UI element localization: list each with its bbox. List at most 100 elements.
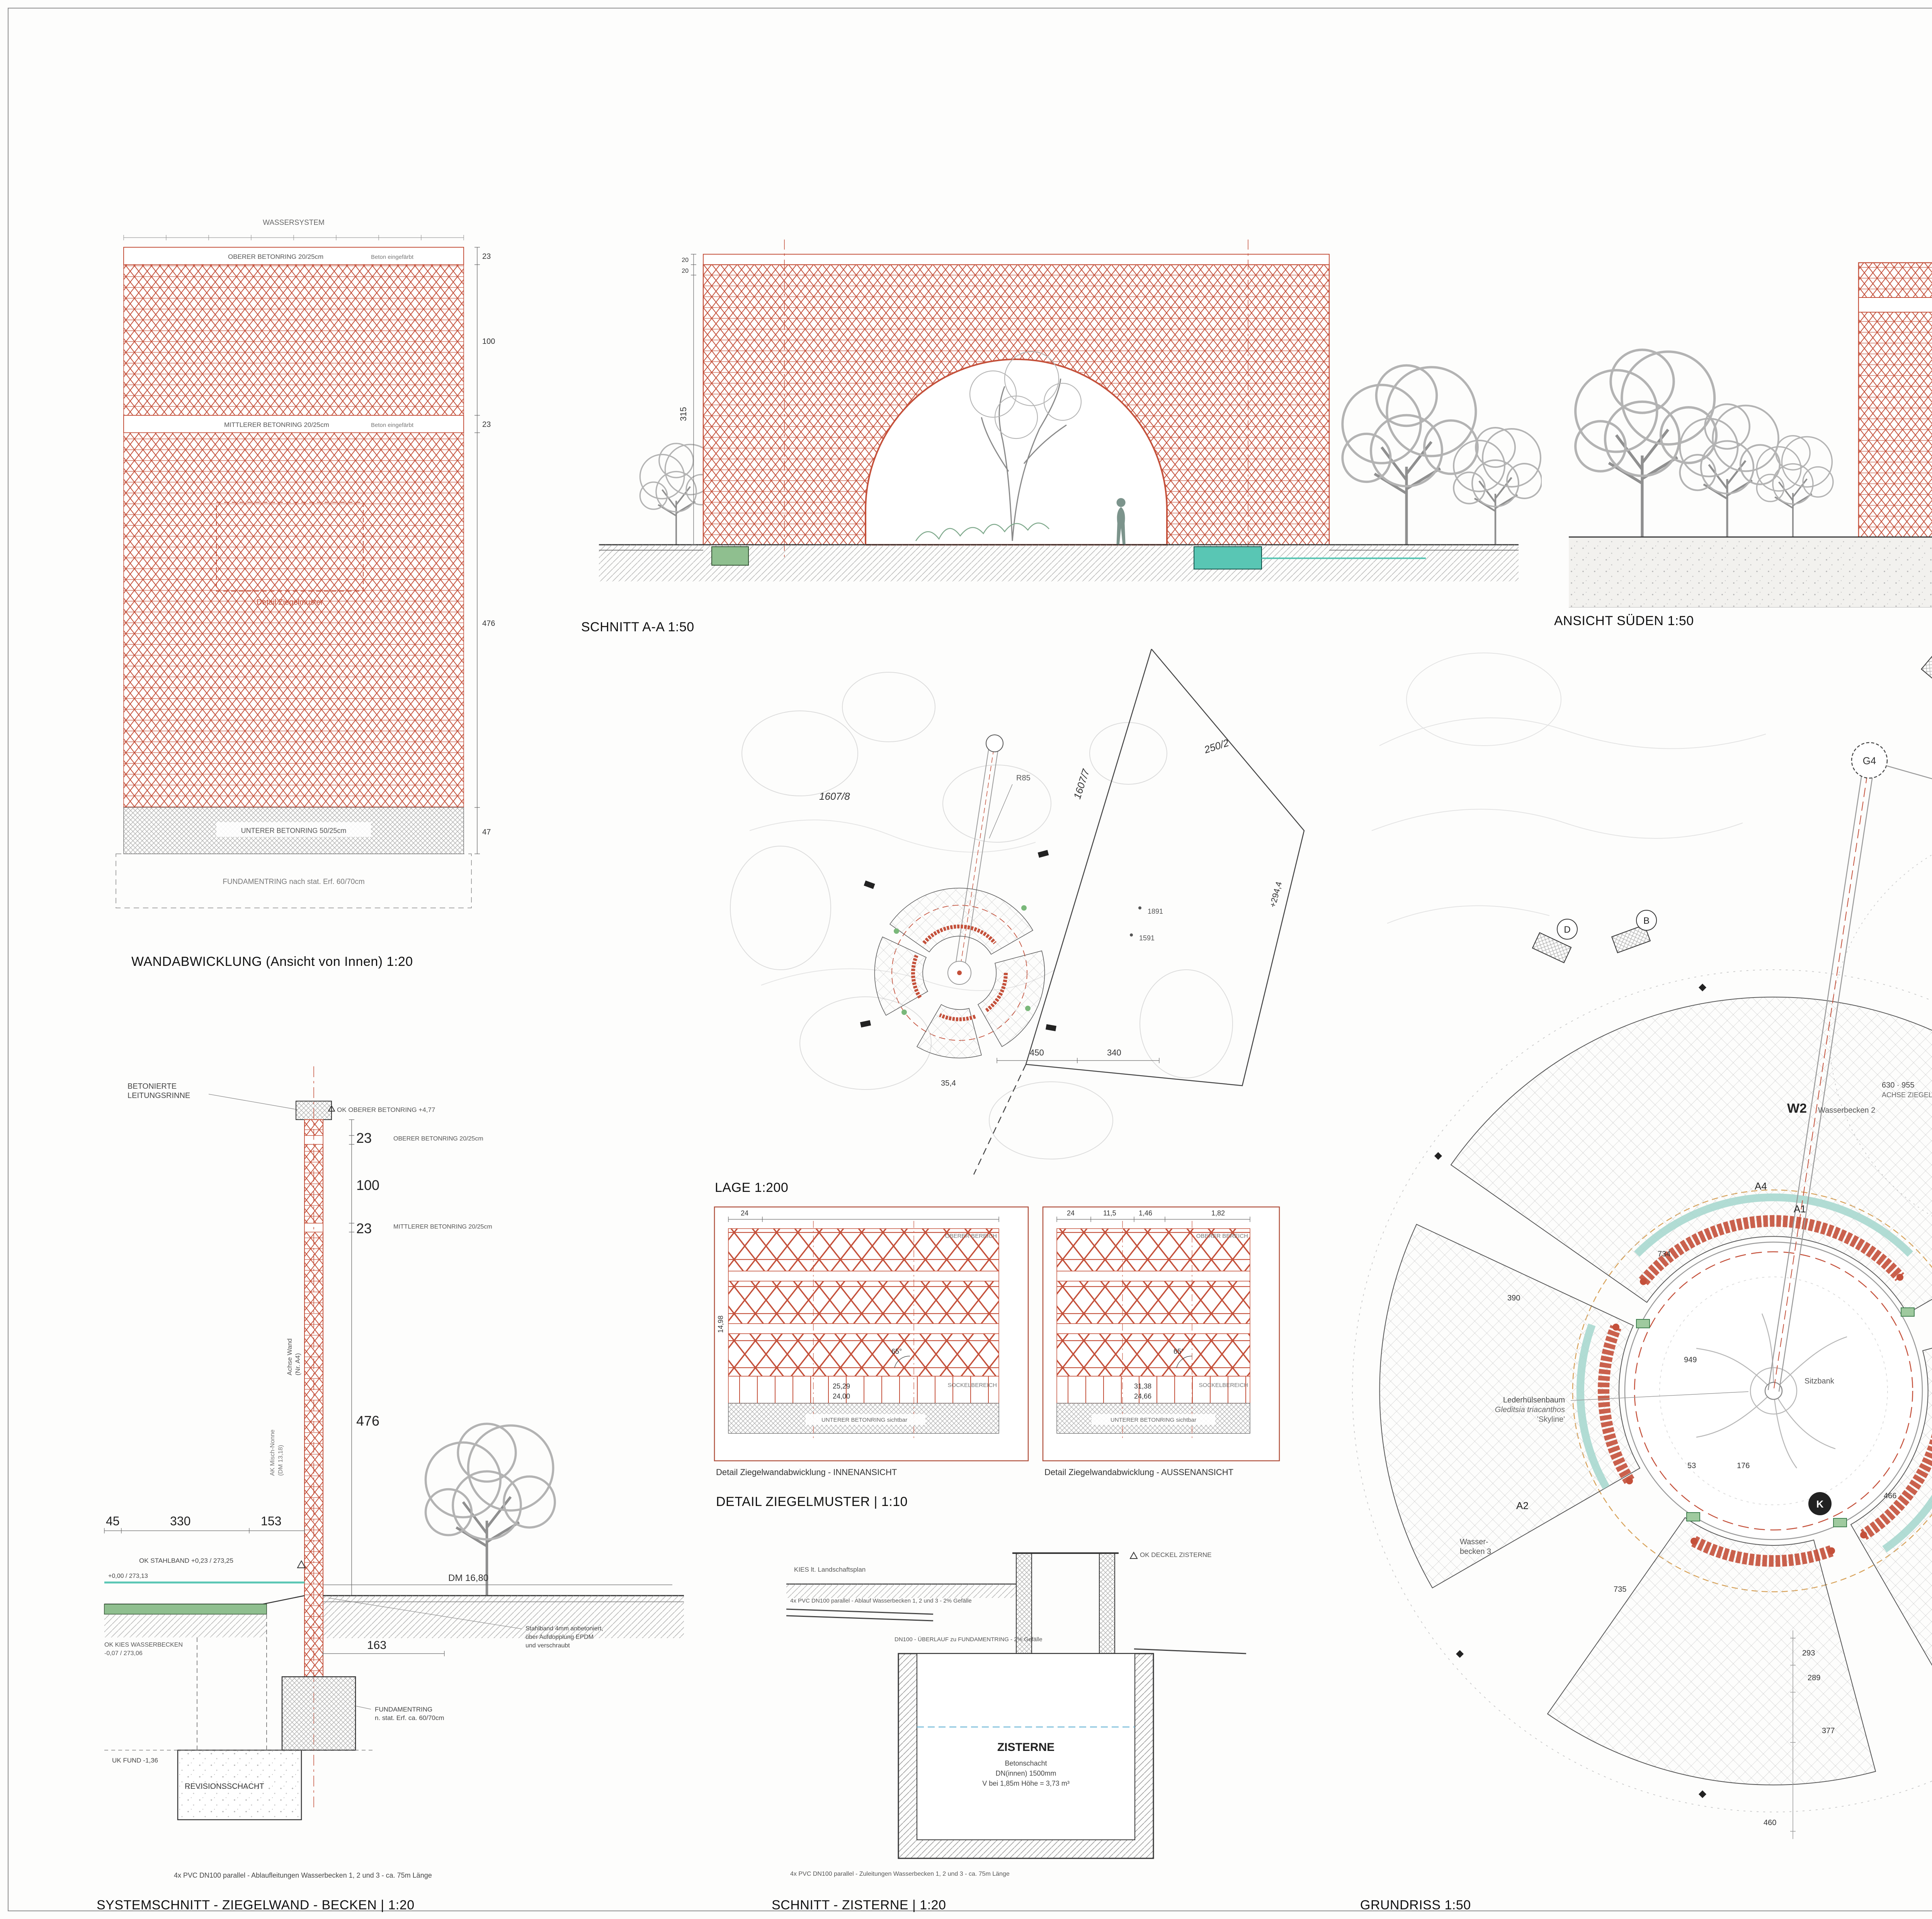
grundriss-baum-label-3: 'Skyline': [1537, 1415, 1565, 1424]
system-fundament-label-1: FUNDAMENTRING: [375, 1706, 432, 1713]
wand-fundament-label: FUNDAMENTRING nach stat. Erf. 60/70cm: [223, 878, 364, 886]
zisterne-ueberlauf-label: DN100 - ÜBERLAUF zu FUNDAMENTRING - 2% G…: [895, 1636, 1043, 1643]
schnitt-dim-0: 20: [682, 257, 689, 263]
bench-letter-0: D: [1564, 925, 1570, 935]
detail-innen-bereich-oben: OBERER BEREICH: [945, 1233, 997, 1239]
lage-moebel: [860, 850, 1057, 1032]
schnitt-bauwerk: [702, 240, 1330, 560]
detail-innen-muster: [728, 1221, 999, 1441]
schnitt-gruenelement: [711, 546, 749, 566]
grundriss-g4-label: G4: [1863, 755, 1876, 767]
lage-parcel-2: 1607/8: [819, 790, 850, 802]
system-dim-7: 163: [367, 1639, 386, 1652]
system-kies-label-1: OK KIES WASSERBECKEN: [104, 1642, 183, 1648]
system-dim-0: 23: [356, 1130, 372, 1146]
system-gelaende: [323, 1596, 684, 1638]
wand-ring-mitte: [123, 415, 464, 433]
wand-ring-unten-halo: [216, 822, 371, 837]
system-ak-label-2: (DM 13,18): [277, 1445, 284, 1476]
detail-aussen-dim-3: 65°: [1173, 1348, 1184, 1355]
grundriss-dim-1: 949: [1684, 1356, 1697, 1364]
grundriss-dim-8: 390: [1507, 1294, 1520, 1302]
zisterne-spec-2: DN(innen) 1500mm: [995, 1769, 1056, 1777]
system-dm-label: DM 16,80: [448, 1573, 488, 1583]
zisterne-zulauf-label: 4x PVC DN100 parallel - Ablauf Wasserbec…: [790, 1598, 972, 1604]
grundriss-baum-label-2: Gleditsia triacanthos: [1495, 1406, 1565, 1414]
grundriss-wasserrinne: [1767, 759, 1876, 1392]
wandabwicklung-caption: WANDABWICKLUNG (Ansicht von Innen) 1:20: [131, 954, 413, 969]
panel-grundriss: Tulpenbaum L. tulipifera: [1349, 630, 1932, 1919]
wand-ring-unten-label: UNTERER BETONRING 50/25cm: [241, 827, 347, 835]
detail-aussen-dim-4: 31,38: [1134, 1382, 1151, 1390]
wand-dim-2: 23: [482, 420, 491, 429]
zisterne-bottom-note: 4x PVC DN100 parallel - Zuleitungen Wass…: [790, 1871, 1010, 1877]
zisterne-spec-1: Betonschacht: [1005, 1759, 1047, 1767]
grundriss-baum-label-1: Lederhülsenbaum: [1503, 1396, 1565, 1404]
grundriss-wandachse: [1634, 1251, 1913, 1531]
wand-fundament-umriss: [116, 853, 472, 908]
detail-innen-dim-2: 65°: [891, 1348, 902, 1355]
lage-windfaenger: 1891 1591 R85: [860, 734, 1163, 1059]
wand-ring-mitte-label2: Beton eingefärbt: [371, 422, 414, 428]
grundriss-wb3-label-1: Wasser-: [1460, 1538, 1488, 1546]
grundriss-kaskade-marker: [1808, 1492, 1832, 1515]
grundriss-wb3-label-2: becken 3: [1460, 1547, 1491, 1556]
schnitt-gelaende: [599, 544, 1519, 581]
wand-dim-chain: [474, 247, 480, 854]
schnitt-innen-baum: [969, 351, 1082, 541]
ansicht-bauwerk: [1858, 262, 1932, 538]
detail-innen-dim-1: 14,98: [717, 1316, 724, 1333]
zisterne-deckel-label: OK DECKEL ZISTERNE: [1140, 1551, 1211, 1559]
panel-schnitt-aa: 20 20 315 SCHNITT A-A 1:50: [576, 124, 1542, 641]
detail-aussen-muster: [1056, 1221, 1250, 1441]
lage-caption: LAGE 1:200: [715, 1180, 789, 1195]
detail-aussen-bereich-oben: OBERER BEREICH: [1196, 1233, 1248, 1239]
lage-pflanzen: [894, 905, 1031, 1015]
system-dim-4: 45: [106, 1514, 120, 1528]
zisterne-name: ZISTERNE: [997, 1741, 1054, 1754]
system-revision-label: REVISIONSSCHACHT: [185, 1782, 264, 1791]
system-ok-oben-label: OK OBERER BETONRING +4,77: [337, 1106, 435, 1113]
grundriss-dim-11: 289: [1808, 1674, 1820, 1682]
wand-ring-mitte-label: MITTLERER BETONRING 20/25cm: [224, 421, 329, 428]
detail-title: DETAIL ZIEGELMUSTER | 1:10: [716, 1494, 908, 1509]
wand-wassersystem-label: WASSERSYSTEM: [263, 219, 325, 227]
system-ring-mitte-label: MITTLERER BETONRING 20/25cm: [393, 1224, 492, 1230]
grundriss-ziegelwaende: [1598, 1215, 1932, 1567]
detail-aussen-dim-0: 24: [1067, 1209, 1075, 1217]
detail-innen-bereich-sockel: SOCKELBEREICH: [947, 1382, 997, 1389]
detail-aussen-dim-2: 1,46: [1139, 1209, 1152, 1217]
detail-aussen-betonring: UNTERER BETONRING sichtbar: [1111, 1417, 1196, 1423]
grundriss-achse-label: ACHSE ZIEGELWAND: [1882, 1091, 1932, 1099]
system-dim-chain: [349, 1119, 354, 1596]
schnitt-dim-chain: [691, 254, 696, 545]
lage-dim-3: 35,4: [941, 1079, 956, 1088]
systemschnitt-caption: SYSTEMSCHNITT - ZIEGELWAND - BECKEN | 1:…: [97, 1898, 415, 1912]
system-dim-6: 153: [261, 1514, 281, 1528]
detail-aussen-dim-1: 11,5: [1103, 1209, 1116, 1217]
system-note-2: über Aufdopplung EPDM: [526, 1634, 594, 1640]
panel-systemschnitt: BETONIERTE LEITUNGSRINNE OK OBERER BETON…: [81, 1043, 699, 1919]
grundriss-randmarker: [1434, 984, 1706, 1798]
ansicht-gelaende: [1569, 536, 1932, 608]
wand-ziegelfeld-haupt: [123, 432, 464, 808]
zisterne-caption: SCHNITT - ZISTERNE | 1:20: [772, 1898, 946, 1912]
grundriss-dim-13: 460: [1764, 1819, 1776, 1827]
system-achse-label-1: Achse Wand: [286, 1338, 293, 1375]
systemschnitt-drawing: BETONIERTE LEITUNGSRINNE OK OBERER BETON…: [104, 1066, 684, 1879]
grundriss-belag: [1379, 996, 1932, 1785]
detail-innen-drawing: 24 14,98 65° 25,29 24,00 OBERER BEREICH …: [714, 1206, 1029, 1462]
ansicht-sueden-drawing: [1569, 262, 1932, 608]
wand-detail-ref-label: Detail Ziegelmuster: [257, 598, 323, 607]
wand-dim-3: 476: [482, 619, 495, 628]
grundriss-wandenden: [1612, 1274, 1903, 1554]
grundriss-caption: GRUNDRISS 1:50: [1360, 1898, 1471, 1912]
wand-ziegelfeld-oben: [123, 264, 464, 416]
wand-ring-oben: [123, 247, 464, 265]
detail-innen-dim-4: 24,00: [833, 1392, 850, 1400]
system-ring-oben-label: OBERER BETONRING 20/25cm: [393, 1135, 483, 1142]
grundriss-a4-label: A4: [1755, 1180, 1767, 1192]
grundriss-bestand: [1371, 653, 1766, 924]
detail-aussen-dim-5: 24,66: [1134, 1392, 1151, 1400]
